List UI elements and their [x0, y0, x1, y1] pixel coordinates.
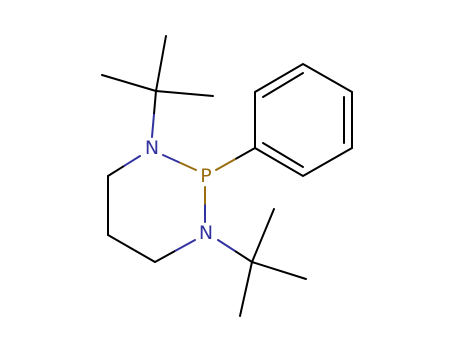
atom-label-n-bottom: N [199, 222, 213, 244]
tert-butyl-top [101, 35, 214, 97]
atom-label-p: P [200, 165, 211, 187]
phenyl-ring [254, 62, 353, 178]
diazaphosphinane-ring [107, 154, 206, 263]
tert-butyl-bottom [239, 208, 307, 317]
bond-n2-tbu [217, 239, 253, 263]
bond-p-phenyl [215, 147, 256, 171]
atom-label-n-top: N [145, 137, 159, 159]
bond-tbu-n1 [151, 90, 157, 138]
